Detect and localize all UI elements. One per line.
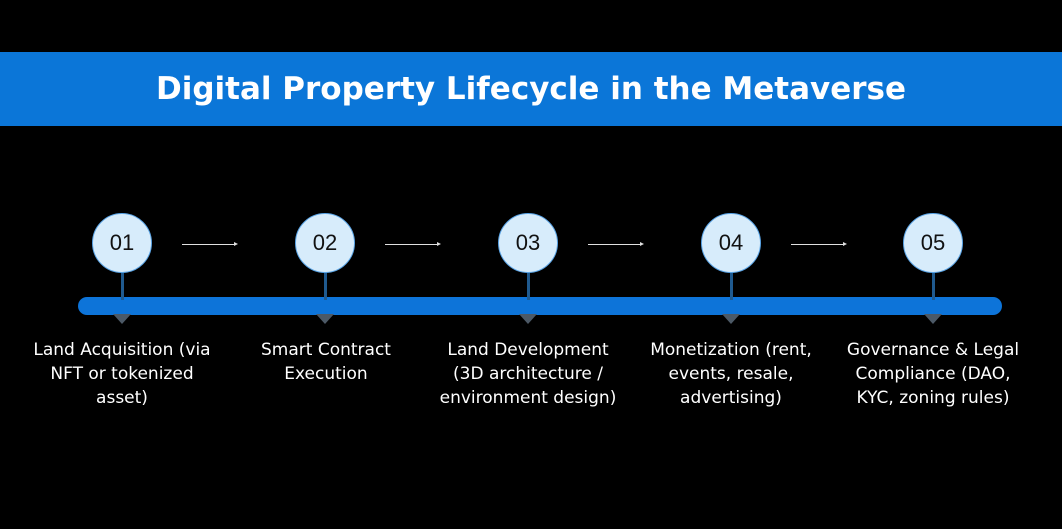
step-number: 05: [920, 230, 946, 255]
arrow-right-icon: [588, 242, 644, 246]
step-label: Land Development (3D architecture / envi…: [439, 340, 617, 408]
step-label: Land Acquisition (via NFT or tokenized a…: [33, 340, 211, 408]
connector-line: [932, 270, 935, 300]
arrow-right-icon: [385, 242, 441, 246]
pointer-triangle-icon: [316, 314, 334, 324]
pointer-triangle-icon: [519, 314, 537, 324]
arrow-right-icon: [182, 242, 238, 246]
step-circle-01: 01: [92, 213, 152, 273]
step-label: Monetization (rent, events, resale, adve…: [650, 340, 812, 408]
title-banner: Digital Property Lifecycle in the Metave…: [0, 52, 1062, 126]
connector-line: [121, 270, 124, 300]
step-number: 02: [312, 230, 338, 255]
pointer-triangle-icon: [924, 314, 942, 324]
connector-line: [324, 270, 327, 300]
pointer-triangle-icon: [113, 314, 131, 324]
arrow-right-icon: [791, 242, 847, 246]
step-number: 01: [109, 230, 135, 255]
page-title: Digital Property Lifecycle in the Metave…: [155, 71, 907, 107]
step-number: 04: [718, 230, 744, 255]
step-number: 03: [515, 230, 541, 255]
connector-line: [527, 270, 530, 300]
timeline-bar: [78, 297, 1002, 315]
step-circle-03: 03: [498, 213, 558, 273]
step-circle-04: 04: [701, 213, 761, 273]
step-label: Smart Contract Execution: [261, 340, 391, 384]
connector-line: [730, 270, 733, 300]
step-circle-02: 02: [295, 213, 355, 273]
step-label: Governance & Legal Compliance (DAO, KYC,…: [846, 340, 1020, 408]
step-circle-05: 05: [903, 213, 963, 273]
pointer-triangle-icon: [722, 314, 740, 324]
